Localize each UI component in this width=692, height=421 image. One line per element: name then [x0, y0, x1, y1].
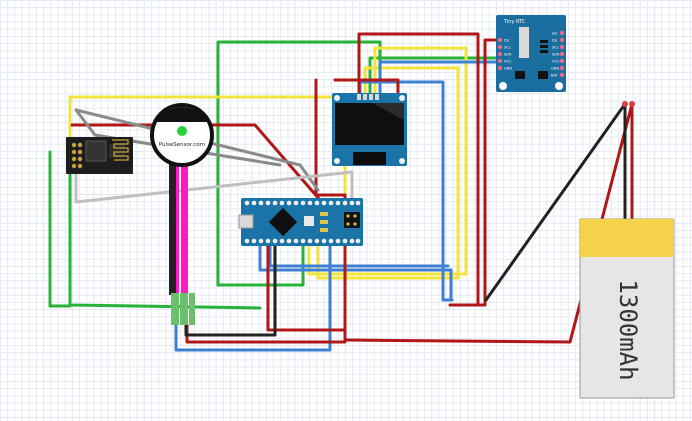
lipo-battery[interactable]: 1300mAh — [579, 218, 675, 399]
wire-red-oled-power[interactable] — [357, 32, 480, 307]
wires — [48, 32, 634, 352]
sensor-label: PulseSensor.com — [159, 142, 205, 148]
rtc-pin-sda: SDA — [504, 53, 512, 57]
wire-blue-rtc-sda[interactable] — [378, 60, 502, 97]
battery-label: 1300mAh — [614, 279, 642, 380]
rtc-pin-r-sq: SQ — [552, 32, 557, 36]
pulse-sensor[interactable]: PulseSensor.com — [150, 103, 214, 325]
rtc-pin-r-bat: BAT — [551, 74, 559, 78]
wire-gray-esp[interactable] — [74, 108, 282, 167]
battery-terminal-pos[interactable] — [629, 101, 635, 107]
rtc-pin-r-ds: DS — [552, 39, 558, 43]
wire-red-nano-rail[interactable] — [266, 242, 347, 332]
rtc-title: Tiny RTC — [503, 19, 526, 25]
wire-green-rtc-sda[interactable] — [368, 56, 502, 97]
wire-green-nano-loop[interactable] — [216, 242, 305, 287]
wire-red-battery[interactable] — [343, 102, 634, 344]
oled-display[interactable] — [332, 93, 407, 166]
wire-blue-nano-2[interactable] — [268, 242, 450, 268]
reset-button[interactable] — [304, 216, 314, 226]
wire-blue-nano[interactable] — [258, 242, 453, 302]
rtc-pin-r-vcc: VCC — [552, 60, 560, 64]
wire-gray-esp-2[interactable] — [74, 108, 320, 192]
tiny-rtc-module[interactable]: Tiny RTC DS SCL SDA VCC GND SQ DS SCL SD… — [496, 15, 566, 92]
arduino-nano[interactable] — [238, 198, 363, 246]
rtc-pin-r-sda: SDA — [552, 53, 560, 57]
usb-port — [238, 214, 254, 229]
sensor-led-icon — [177, 126, 187, 136]
wire-white-esp[interactable] — [74, 158, 354, 204]
wire-blue-sensor[interactable] — [174, 242, 332, 352]
rtc-pin-ds: DS — [504, 39, 510, 43]
wire-yellow-oled[interactable] — [316, 66, 460, 280]
wire-black-battery[interactable] — [484, 102, 627, 302]
wire-red-rtc-vcc[interactable] — [448, 38, 502, 307]
wire-black-sensor[interactable] — [184, 242, 277, 337]
rtc-pin-r-scl: SCL — [552, 46, 559, 50]
rtc-pin-r-gnd: GND — [551, 67, 559, 71]
esp01-module[interactable] — [66, 137, 133, 174]
wire-red-oled-2[interactable] — [333, 78, 400, 97]
rtc-pin-scl: SCL — [504, 46, 511, 50]
rtc-pin-gnd: GND — [504, 67, 512, 71]
wire-green-esp-left[interactable] — [48, 150, 72, 308]
rtc-pin-vcc: VCC — [504, 60, 512, 64]
battery-terminal-neg[interactable] — [622, 101, 628, 107]
